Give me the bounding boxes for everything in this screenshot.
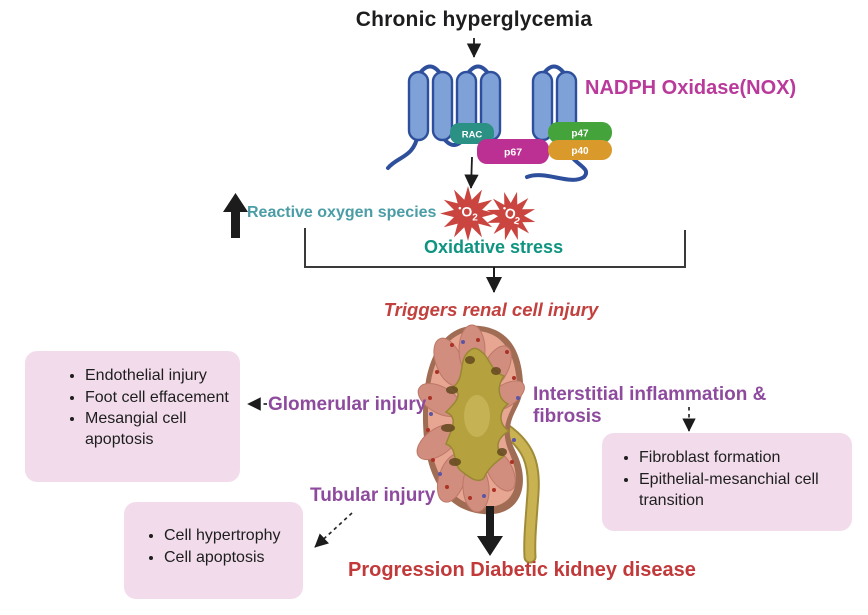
oxidative-stress-label: Oxidative stress: [424, 237, 564, 257]
outcome-label: Progression Diabetic kidney disease: [348, 559, 696, 581]
glomerular-injury-label: Glomerular injury: [268, 394, 427, 415]
calyx-shadows-icon: [441, 356, 507, 466]
list-item: Cell hypertrophy: [164, 525, 303, 546]
ureter-icon: [499, 423, 540, 564]
list-item: Epithelial-mesanchial cell transition: [639, 469, 852, 511]
rac-subunit-icon: [450, 123, 494, 144]
pelvis-highlight-icon: [464, 395, 490, 437]
p67-subunit-label: p67: [504, 147, 522, 159]
rac-subunit-label: RAC: [462, 130, 483, 141]
arrow-nox-to-ros: [464, 156, 479, 189]
nadph-oxidase-complex: RAC p67 p47 p40: [386, 64, 612, 182]
membrane-loop-icon: [464, 64, 492, 78]
list-item: Foot cell effacement: [85, 388, 240, 409]
tubular-injury-box: Cell hypertrophy Cell apoptosis: [124, 502, 303, 599]
kidney-illustration: [416, 324, 540, 564]
kidney-cortex-icon: [427, 330, 518, 508]
arrow-tubular-to-box: [314, 512, 353, 548]
p40-subunit-label: p40: [571, 146, 589, 157]
fibrosis-list: Fibroblast formation Epithelial-mesanchi…: [602, 447, 852, 511]
membrane-loop-icon: [440, 134, 468, 147]
list-item: Cell apoptosis: [164, 547, 303, 568]
glomerular-injury-box: Endothelial injury Foot cell effacement …: [25, 351, 240, 482]
superoxide-starburst-icon: •O2: [440, 186, 496, 241]
reactive-oxygen-species-label: Reactive oxygen species: [247, 204, 437, 221]
p40-subunit-icon: [548, 140, 612, 160]
kidney-rim-icon: [422, 325, 524, 515]
list-item: Fibroblast formation: [639, 447, 852, 468]
membrane-loop-icon: [540, 64, 568, 78]
trigger-renal-injury-label: Triggers renal cell injury: [383, 299, 599, 320]
membrane-loop-icon: [416, 64, 444, 78]
p47-subunit-label: p47: [571, 129, 589, 140]
superoxide-symbol: •O2: [458, 202, 478, 224]
membrane-tail-icon: [386, 132, 420, 170]
kidney-capillary-dots-icon: [426, 338, 520, 500]
nox-subunits: RAC p67 p47 p40: [450, 122, 612, 164]
list-item: Mesangial cell apoptosis: [85, 409, 240, 450]
tubular-injury-label: Tubular injury: [310, 485, 436, 506]
arrow-kidney-to-outcome: [477, 506, 503, 556]
tubular-injury-list: Cell hypertrophy Cell apoptosis: [124, 525, 303, 568]
p47-subunit-icon: [548, 122, 612, 143]
page-title: Chronic hyperglycemia: [355, 8, 593, 31]
p67-subunit-icon: [477, 139, 549, 164]
increase-arrow-icon: [223, 193, 248, 238]
nadph-oxidase-label: NADPH Oxidase(NOX): [585, 77, 797, 99]
renal-pelvis-icon: [444, 347, 511, 482]
list-item: Endothelial injury: [85, 366, 240, 387]
interstitial-fibrosis-label: Interstitial inflammation & fibrosis: [533, 384, 783, 428]
glomerular-injury-list: Endothelial injury Foot cell effacement …: [25, 366, 240, 450]
transmembrane-helices-icon: [407, 70, 578, 142]
membrane-tail-icon: [525, 148, 588, 182]
fibrosis-box: Fibroblast formation Epithelial-mesanchi…: [602, 433, 852, 531]
interstitial-label-line1: Interstitial inflammation &: [533, 384, 767, 405]
superoxide-symbol: •O2: [501, 203, 521, 228]
interstitial-label-line2: fibrosis: [533, 406, 602, 427]
membrane-loop-icon: [488, 132, 544, 158]
